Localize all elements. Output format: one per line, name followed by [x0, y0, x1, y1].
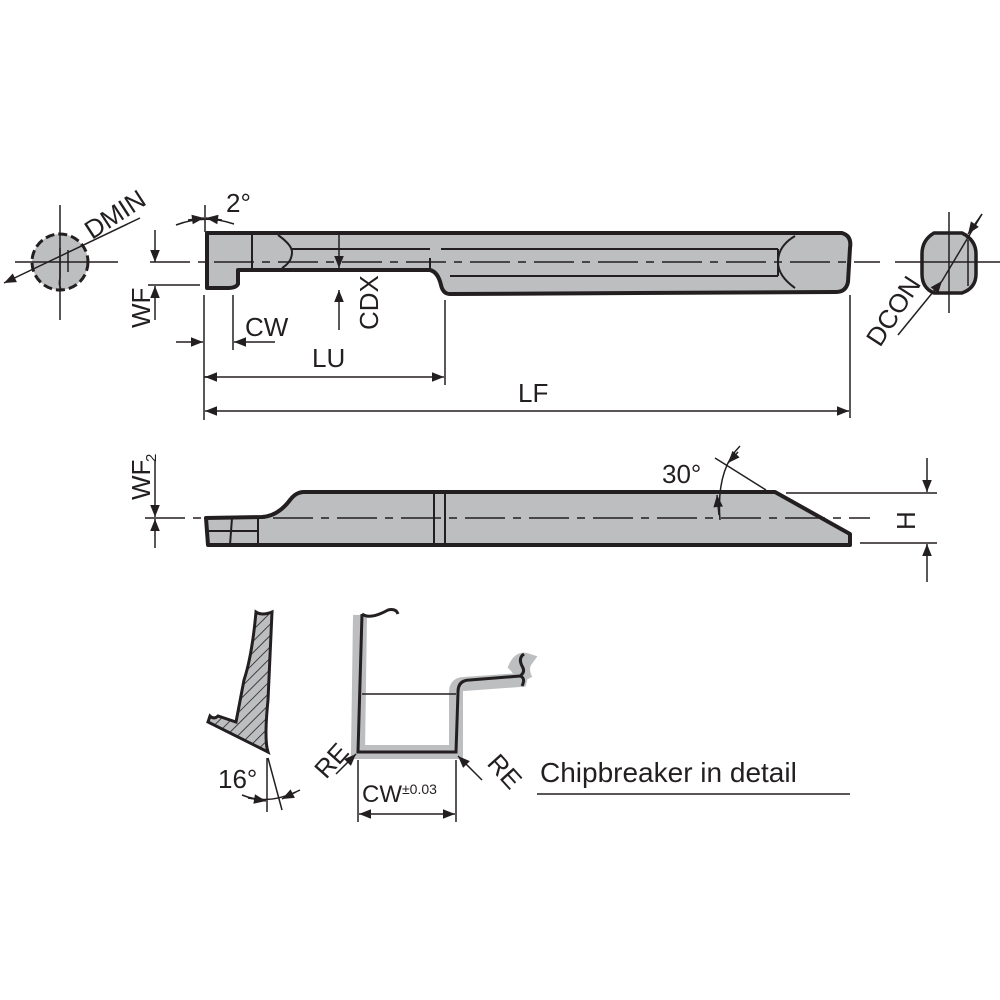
wf2-label: WF 2 — [126, 454, 160, 500]
end-view-right — [895, 212, 1000, 336]
cw-tolerance-label: CW±0.03 — [362, 781, 437, 808]
re-right-label: RE — [482, 748, 528, 795]
chipbreaker-section — [206, 609, 274, 755]
cw-dimension — [176, 295, 275, 420]
h-dimension — [786, 458, 937, 582]
lu-dimension — [204, 300, 446, 385]
end-view-left — [3, 205, 141, 320]
re-left-label: RE — [308, 737, 354, 784]
cw-label: CW — [245, 312, 289, 342]
dmin-label: DMIN — [79, 184, 151, 245]
lu-label: LU — [312, 343, 345, 373]
svg-text:2: 2 — [143, 454, 160, 462]
angle-16-label: 16° — [218, 764, 257, 794]
wf-label: WF — [126, 288, 156, 328]
angle-30-label: 30° — [662, 459, 701, 489]
angle-16-dimension — [241, 757, 301, 812]
chipbreaker-groove — [350, 608, 538, 759]
svg-text:WF: WF — [126, 460, 156, 500]
tool-side-view — [204, 490, 852, 547]
lf-label: LF — [518, 378, 548, 408]
re-dimensions — [335, 753, 483, 781]
wf-dimension — [148, 230, 200, 320]
cdx-label: CDX — [354, 275, 384, 330]
h-label: H — [891, 511, 921, 530]
angle-30-dimension — [713, 445, 767, 521]
lf-dimension — [205, 295, 851, 418]
chipbreaker-caption: Chipbreaker in detail — [540, 757, 797, 788]
tool-top-view — [205, 231, 853, 296]
angle-2-label: 2° — [226, 188, 251, 218]
cw-tolerance-dimension — [357, 760, 457, 822]
angle-2-dimension — [175, 205, 235, 232]
